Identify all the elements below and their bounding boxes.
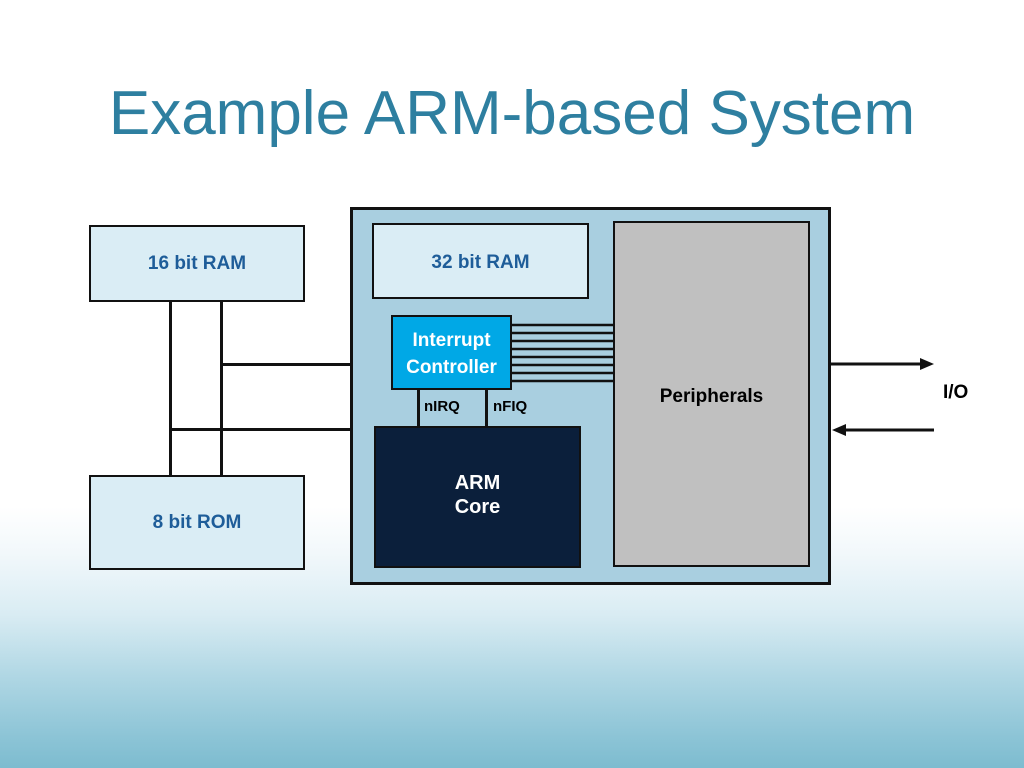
io-arrows <box>830 358 934 436</box>
ram-32bit-label: 32 bit RAM <box>431 252 530 273</box>
io-label: I/O <box>943 382 969 403</box>
nfiq-label: nFIQ <box>493 398 528 415</box>
interrupt-controller-label-line2: Controller <box>406 357 497 378</box>
peripherals-box: Peripherals <box>613 221 810 567</box>
arm-core-label-line1: ARM <box>454 472 501 494</box>
bus-wire-vertical-right <box>220 301 223 476</box>
ram-16bit-label: 16 bit RAM <box>147 253 247 274</box>
nirq-wire <box>417 390 420 427</box>
ram-16bit-box: 16 bit RAM <box>89 225 305 302</box>
ram-32bit-box: 32 bit RAM <box>372 223 589 299</box>
arm-core-box: ARM Core <box>374 426 581 568</box>
interrupt-controller-box: Interrupt Controller <box>391 315 512 390</box>
rom-8bit-box: 8 bit ROM <box>89 475 305 570</box>
interrupt-lines <box>510 323 616 383</box>
nirq-label: nIRQ <box>424 398 460 415</box>
bus-wire-horizontal-top <box>220 363 350 366</box>
arm-core-label-line2: Core <box>454 496 501 518</box>
rom-8bit-label: 8 bit ROM <box>152 512 242 533</box>
interrupt-controller-label-line1: Interrupt <box>412 330 491 351</box>
slide-title: Example ARM-based System <box>108 79 916 148</box>
peripherals-label: Peripherals <box>659 386 764 407</box>
nfiq-wire <box>485 390 488 427</box>
io-input-arrow <box>832 424 934 436</box>
bus-wire-horizontal-bottom <box>169 428 350 431</box>
bus-wire-vertical-left <box>169 301 172 476</box>
io-output-arrow <box>830 358 934 370</box>
